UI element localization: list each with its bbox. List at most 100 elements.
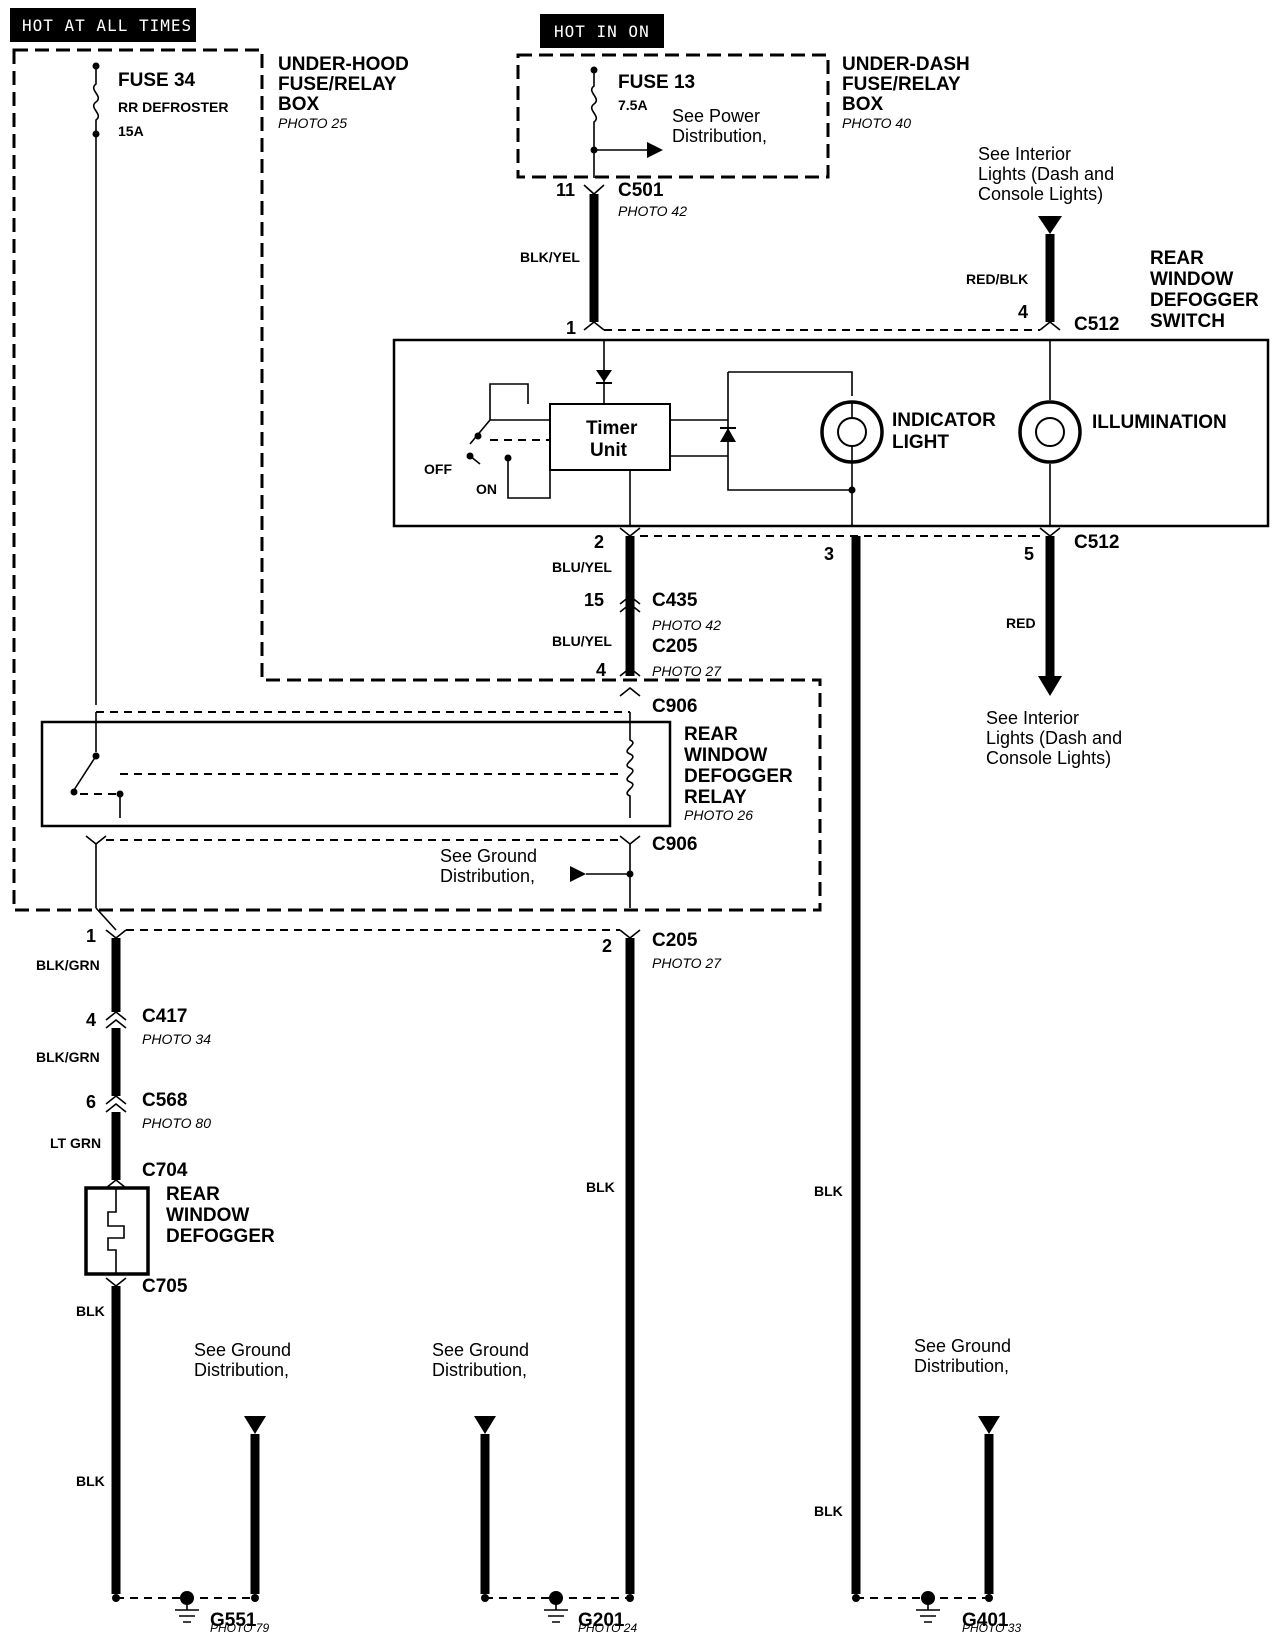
indicator-diode <box>720 371 853 491</box>
svg-text:PHOTO 40: PHOTO 40 <box>842 115 911 131</box>
svg-text:FUSE 34: FUSE 34 <box>118 70 196 91</box>
svg-text:See Ground: See Ground <box>914 1336 1011 1356</box>
svg-text:5: 5 <box>1024 544 1034 564</box>
svg-text:PHOTO 27: PHOTO 27 <box>652 663 722 679</box>
svg-text:1: 1 <box>86 926 96 946</box>
wire-label-blk-grn-1: BLK/GRN <box>36 957 100 973</box>
svg-text:PHOTO 33: PHOTO 33 <box>962 1621 1021 1635</box>
svg-text:ON: ON <box>476 481 497 497</box>
svg-text:Console Lights): Console Lights) <box>986 748 1111 768</box>
fuse-13: FUSE 13 7.5A See Power Distribution, <box>590 66 767 178</box>
svg-text:DEFOGGER: DEFOGGER <box>1150 290 1259 311</box>
svg-text:4: 4 <box>86 1010 96 1030</box>
switch-title: REAR WINDOW DEFOGGER SWITCH <box>1150 248 1259 332</box>
svg-text:G201: G201 <box>578 1610 625 1631</box>
svg-text:7.5A: 7.5A <box>618 97 648 113</box>
svg-text:C501: C501 <box>618 180 664 201</box>
svg-text:REAR: REAR <box>684 724 738 745</box>
rear-window-defogger: C704 REAR WINDOW DEFOGGER C705 <box>84 1160 275 1297</box>
note-ground-b: See Ground Distribution, <box>432 1340 529 1594</box>
svg-text:C417: C417 <box>142 1006 187 1027</box>
underhood-box-title: UNDER-HOOD FUSE/RELAY BOX PHOTO 25 <box>278 54 409 131</box>
connector-c512-top: 1 4 C512 <box>566 302 1119 338</box>
svg-text:C205: C205 <box>652 930 698 951</box>
connector-c205-bottom: 1 2 C205 PHOTO 27 <box>86 926 722 971</box>
svg-text:C568: C568 <box>142 1090 187 1111</box>
relay-title: REAR WINDOW DEFOGGER RELAY PHOTO 26 <box>684 724 793 823</box>
wire-label-blk-d: BLK <box>76 1473 105 1489</box>
svg-text:FUSE/RELAY: FUSE/RELAY <box>278 74 397 95</box>
svg-text:G551: G551 <box>210 1610 257 1631</box>
svg-text:UNDER-DASH: UNDER-DASH <box>842 54 970 75</box>
connector-c435: 15 C435 PHOTO 42 <box>584 590 721 633</box>
note-ground-c: See Ground Distribution, <box>914 1336 1011 1594</box>
svg-text:PHOTO 24: PHOTO 24 <box>578 1621 637 1635</box>
svg-text:UNDER-HOOD: UNDER-HOOD <box>278 54 409 75</box>
wire-label-blk-c: BLK <box>814 1183 843 1199</box>
svg-text:2: 2 <box>594 532 604 552</box>
indicator-light: INDICATOR LIGHT <box>820 400 996 526</box>
defogger-relay-box <box>40 720 672 828</box>
svg-text:15: 15 <box>584 590 604 610</box>
svg-text:ILLUMINATION: ILLUMINATION <box>1092 412 1227 433</box>
svg-text:DEFOGGER: DEFOGGER <box>166 1226 275 1247</box>
svg-text:LIGHT: LIGHT <box>892 432 949 453</box>
ground-g201: G201 PHOTO 24 <box>481 1591 637 1635</box>
svg-text:Unit: Unit <box>590 440 628 461</box>
svg-text:PHOTO 42: PHOTO 42 <box>618 203 687 219</box>
wire-label-lt-grn: LT GRN <box>50 1135 101 1151</box>
wire-label-blk-a: BLK <box>76 1303 105 1319</box>
svg-text:3: 3 <box>824 544 834 564</box>
note-ground-a: See Ground Distribution, <box>194 1340 291 1594</box>
defogger-switch-box <box>392 338 1270 528</box>
svg-text:RR DEFROSTER: RR DEFROSTER <box>118 99 228 115</box>
svg-text:See Power: See Power <box>672 106 760 126</box>
svg-text:Distribution,: Distribution, <box>440 866 535 886</box>
svg-text:C512: C512 <box>1074 532 1119 553</box>
svg-text:Distribution,: Distribution, <box>432 1360 527 1380</box>
svg-text:FUSE 13: FUSE 13 <box>618 72 695 93</box>
timer-unit: Timer Unit <box>549 403 671 471</box>
illumination-light: ILLUMINATION <box>1018 340 1227 526</box>
svg-text:C704: C704 <box>142 1160 188 1181</box>
svg-text:C205: C205 <box>652 636 698 657</box>
wire-label-blu-yel-1: BLU/YEL <box>552 559 612 575</box>
wire-label-blu-yel-2: BLU/YEL <box>552 633 612 649</box>
svg-text:See Ground: See Ground <box>440 846 537 866</box>
svg-text:Lights (Dash and: Lights (Dash and <box>978 164 1114 184</box>
svg-text:See Ground: See Ground <box>194 1340 291 1360</box>
svg-text:C705: C705 <box>142 1276 188 1297</box>
svg-text:See Interior: See Interior <box>986 708 1079 728</box>
svg-text:SWITCH: SWITCH <box>1150 311 1225 332</box>
svg-text:WINDOW: WINDOW <box>684 745 767 766</box>
svg-text:6: 6 <box>86 1092 96 1112</box>
svg-text:HOT AT ALL TIMES: HOT AT ALL TIMES <box>22 16 192 35</box>
connector-c205-top: 4 C205 PHOTO 27 <box>596 636 722 680</box>
off-on-switch: OFF ON <box>424 383 551 499</box>
svg-text:REAR: REAR <box>166 1184 220 1205</box>
svg-text:4: 4 <box>1018 302 1028 322</box>
connector-c906-top: C906 <box>96 686 697 717</box>
fuse-34: FUSE 34 RR DEFROSTER 15A <box>92 62 228 139</box>
note-interior-lights-top: See Interior Lights (Dash and Console Li… <box>978 144 1114 234</box>
hot-in-on-label: HOT IN ON <box>540 14 664 48</box>
ground-g401: G401 PHOTO 33 <box>852 1591 1021 1635</box>
svg-text:11: 11 <box>556 180 575 200</box>
wire-label-blk-e: BLK <box>814 1503 843 1519</box>
underhood-box-outline <box>12 48 822 912</box>
svg-text:Console Lights): Console Lights) <box>978 184 1103 204</box>
svg-text:See Interior: See Interior <box>978 144 1071 164</box>
svg-text:4: 4 <box>596 660 606 680</box>
svg-text:See Ground: See Ground <box>432 1340 529 1360</box>
hot-at-all-times-label: HOT AT ALL TIMES <box>10 8 196 42</box>
connector-c417: 4 C417 PHOTO 34 <box>86 1006 211 1047</box>
svg-text:15A: 15A <box>118 123 144 139</box>
wire-label-red: RED <box>1006 615 1036 631</box>
svg-text:BOX: BOX <box>278 94 320 115</box>
svg-text:1: 1 <box>566 318 576 338</box>
svg-text:PHOTO 27: PHOTO 27 <box>652 955 722 971</box>
svg-text:G401: G401 <box>962 1610 1009 1631</box>
svg-text:Distribution,: Distribution, <box>672 126 767 146</box>
underdash-box-outline <box>516 53 830 179</box>
